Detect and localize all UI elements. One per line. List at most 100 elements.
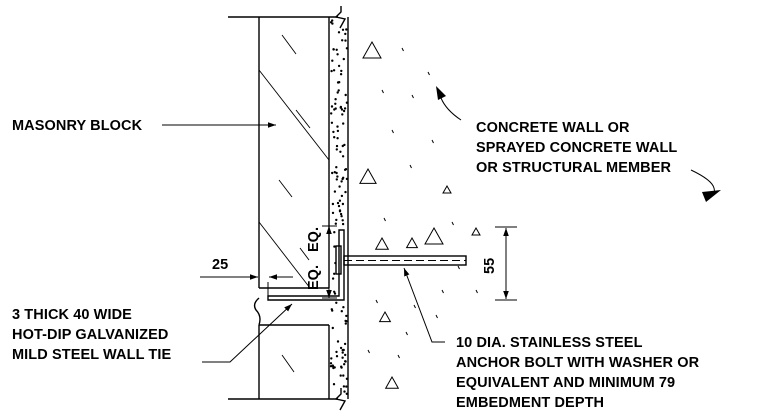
mortar-stipple-dot <box>342 109 346 113</box>
mortar-stipple-dot <box>340 194 344 198</box>
break-symbol-bottom <box>334 388 347 411</box>
mortar-stipple-dot <box>341 202 345 206</box>
aggregate-tick <box>411 94 414 99</box>
mortar-joint <box>329 17 349 399</box>
mortar-stipple-dot <box>339 346 343 350</box>
leader-tie <box>202 303 293 363</box>
mortar-stipple-dot <box>340 108 344 111</box>
aggregate-tick <box>457 265 460 270</box>
mortar-stipple-dot <box>333 245 336 248</box>
mortar-stipple-dot <box>336 129 340 133</box>
aggregate-triangle <box>471 226 481 236</box>
mortar-stipple-dot <box>333 136 336 139</box>
mortar-stipple-dot <box>340 215 343 218</box>
mortar-stipple-dot <box>338 185 341 188</box>
label-tie-line-1: 3 THICK 40 WIDE <box>12 307 132 323</box>
aggregate-tick <box>413 304 416 309</box>
aggregate-tick <box>435 314 438 319</box>
label-tie-line-2: HOT-DIP GALVANIZED <box>12 327 168 343</box>
mortar-stipple-dot <box>336 125 339 128</box>
label-concrete-line-3: OR STRUCTURAL MEMBER <box>476 160 671 176</box>
break-symbol-top <box>334 6 347 29</box>
masonry-block <box>228 16 338 400</box>
mortar-stipple-dot <box>337 31 341 34</box>
mortar-stipple-dot <box>331 309 334 312</box>
aggregate-tick <box>367 349 370 354</box>
mortar-stipple-dot <box>331 364 334 367</box>
mortar-stipple-dot <box>331 277 335 280</box>
mortar-stipple-dot <box>343 107 347 110</box>
label-bolt-line-2: ANCHOR BOLT WITH WASHER OR <box>456 355 700 371</box>
mortar-stipple-dot <box>333 272 336 275</box>
aggregate-triangle <box>374 236 390 250</box>
mortar-stipple-dot <box>332 69 336 72</box>
aggregate-tick <box>405 331 408 336</box>
aggregate-tick <box>441 289 444 294</box>
concrete-aggregate-marks <box>359 40 481 389</box>
mortar-stipple-dot <box>331 171 334 175</box>
mortar-stipple-dot <box>342 348 345 352</box>
label-tie-line-3: MILD STEEL WALL TIE <box>12 347 171 363</box>
mortar-stipple-dot <box>345 177 349 181</box>
dimension-55: 55 <box>482 226 517 301</box>
aggregate-triangle <box>378 310 392 323</box>
mortar-stipple-dot <box>335 301 338 304</box>
mortar-stipple-dot <box>340 180 343 183</box>
mortar-stipple-dot <box>341 39 344 42</box>
label-bolt-line-3: EQUIVALENT AND MINIMUM 79 <box>456 375 675 391</box>
aggregate-tick <box>409 164 412 169</box>
mortar-stipple-dot <box>341 113 344 116</box>
aggregate-tick <box>451 221 454 226</box>
mortar-stipple-dot <box>344 322 347 325</box>
aggregate-triangle <box>384 375 400 389</box>
mortar-stipple-dot <box>329 21 333 24</box>
anchor-bolt <box>335 245 467 275</box>
mortar-stipple-dot <box>330 121 334 125</box>
aggregate-tick <box>383 217 386 222</box>
mortar-stipple-dot <box>336 81 340 84</box>
dimension-25: 25 <box>200 257 293 296</box>
mortar-stipple-dot <box>337 204 341 208</box>
mortar-stipple-dot <box>337 89 340 92</box>
mortar-stipple-dot <box>340 365 343 368</box>
mortar-stipple-dot <box>344 32 347 36</box>
mortar-stipple-dot <box>332 48 335 51</box>
mortar-stipple-dot <box>339 105 343 109</box>
aggregate-triangle <box>424 226 444 245</box>
aggregate-triangle <box>442 184 452 194</box>
mortar-stipple-dot <box>344 360 347 363</box>
mortar-stipple-dot <box>333 171 336 174</box>
mortar-stipple-dot <box>332 383 336 386</box>
mortar-stipple-dot <box>342 306 345 309</box>
mortar-stipple-dot <box>330 112 333 115</box>
label-bolt-line-4: EMBEDMENT DEPTH <box>456 395 604 411</box>
dimension-eq-upper: EQ. <box>306 227 322 252</box>
mortar-stipple-dot <box>342 122 345 125</box>
mortar-stipple-dot <box>344 190 347 194</box>
mortar-stipple-dot <box>341 177 344 181</box>
label-concrete-line-2: SPRAYED CONCRETE WALL <box>476 140 677 156</box>
dimension-bolt-spacing-label: 55 <box>482 258 498 274</box>
mortar-stipple-dot <box>336 340 340 343</box>
mortar-stipple-dot <box>331 202 335 206</box>
aggregate-tick <box>431 139 434 144</box>
aggregate-tick <box>475 289 478 294</box>
mortar-stipple-dot <box>333 366 336 369</box>
dimension-eq-lower: EQ. <box>306 265 322 290</box>
mortar-stipple-dot <box>333 190 337 193</box>
mortar-stipple-dot <box>331 59 334 62</box>
mortar-stipple-dot <box>339 150 342 154</box>
mortar-stipple-dot <box>337 64 341 68</box>
mortar-stipple-dot <box>336 91 339 94</box>
mortar-stipple-dot <box>344 39 347 42</box>
mortar-stipple-dot <box>330 357 333 360</box>
label-masonry-block: MASONRY BLOCK <box>12 118 143 134</box>
mortar-stipple-dot <box>333 292 337 295</box>
mortar-stipple-dot <box>343 342 347 346</box>
mortar-stipple-dot <box>331 211 335 215</box>
mortar-stipple-dot <box>338 209 342 212</box>
mortar-stipple-dot <box>335 178 338 181</box>
mortar-stipple-dot <box>335 144 339 148</box>
mortar-stipple-dot <box>340 69 343 73</box>
